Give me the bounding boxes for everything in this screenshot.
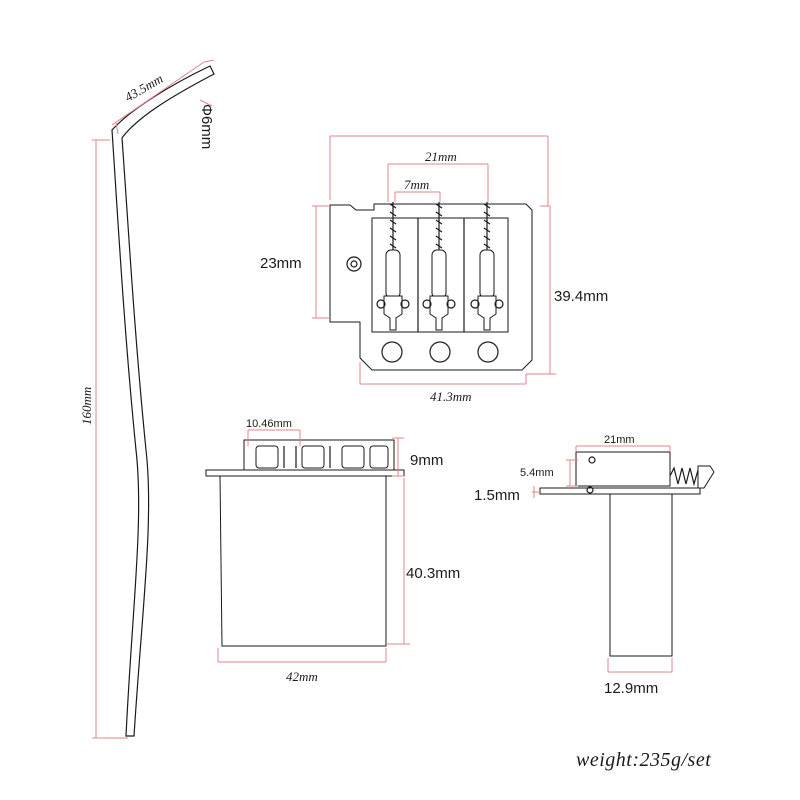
top-inner-spacing-label: 7mm xyxy=(404,177,429,192)
top-outer-spacing-label: 21mm xyxy=(425,149,457,164)
bridge-front-view xyxy=(205,429,410,663)
arm-diameter-label: Φ6mm xyxy=(198,104,215,149)
tremolo-arm xyxy=(92,59,215,739)
top-left-height-label: 23mm xyxy=(260,255,302,272)
side-plate-label: 1.5mm xyxy=(474,487,520,504)
side-saddle-length-label: 21mm xyxy=(604,434,635,446)
top-right-height-label: 39.4mm xyxy=(554,288,608,305)
front-width-label: 42mm xyxy=(286,669,318,684)
arm-length-label: 160mm xyxy=(79,387,94,425)
side-block-width-label: 12.9mm xyxy=(604,680,658,697)
saddle-2 xyxy=(422,202,456,331)
front-top-height-label: 9mm xyxy=(410,452,443,469)
front-block-height-label: 40.3mm xyxy=(406,565,460,582)
top-width-label: 41.3mm xyxy=(430,389,472,404)
saddle-3 xyxy=(470,202,504,331)
bridge-top-view xyxy=(312,135,556,385)
bridge-side-view xyxy=(532,445,715,673)
weight-label: weight:235g/set xyxy=(576,749,711,771)
side-saddle-height-label: 5.4mm xyxy=(520,467,554,479)
front-saddle-label: 10.46mm xyxy=(246,418,292,430)
saddle-1 xyxy=(376,202,410,331)
arm-tip-label: 43.5mm xyxy=(122,71,165,105)
